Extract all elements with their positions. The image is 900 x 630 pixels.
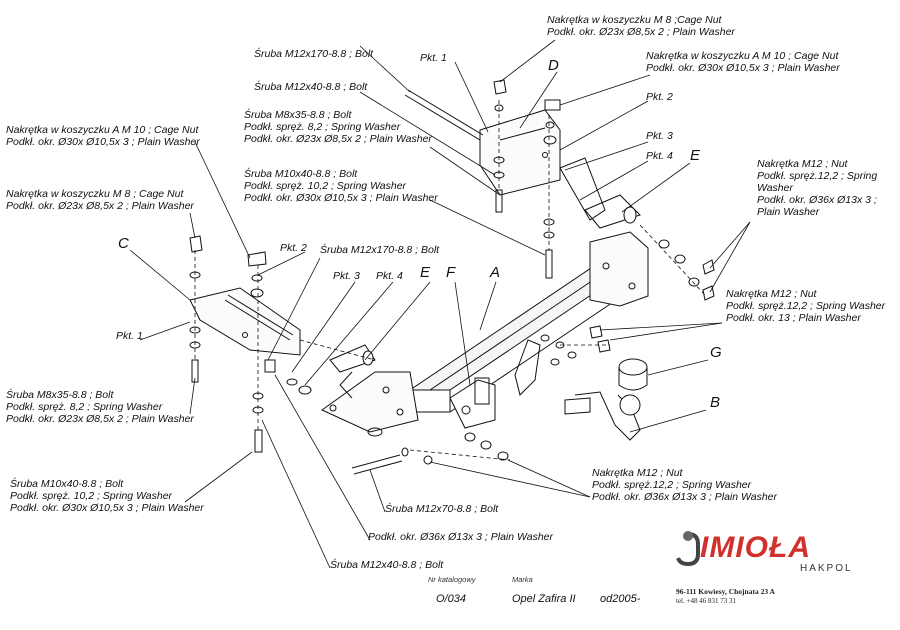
label-line: Nakrętka M12 ; Nut	[757, 158, 848, 170]
label-line: Podkł. okr. Ø23x Ø8,5x 2 ; Plain Washer	[547, 26, 735, 38]
pkt-2-top: Pkt. 2	[646, 91, 673, 103]
leader-lines	[129, 39, 751, 569]
label-line: Podkł. okr. 13 ; Plain Washer	[726, 312, 861, 324]
label-line: Podkł. okr. Ø30x Ø10,5x 3 ; Plain Washer	[10, 502, 204, 514]
label-nut-m12-right-mid: Nakrętka M12 ; Nut Podkł. spręż.12,2 ; S…	[726, 288, 885, 324]
pkt-3-left: Pkt. 3	[333, 270, 360, 282]
label-bolt-m12x170-left: Śruba M12x170-8.8 ; Bolt	[320, 244, 439, 256]
part-letter-c: C	[118, 235, 129, 252]
catalog-number-header: Nr katalogowy	[428, 575, 476, 584]
part-letter-d: D	[548, 57, 559, 74]
label-line: Podkł. okr. Ø23x Ø8,5x 2 ; Plain Washer	[6, 413, 194, 425]
label-line: Śruba M10x40-8.8 ; Bolt	[244, 168, 358, 180]
pkt-3-top: Pkt. 3	[646, 130, 673, 142]
tow-ball	[564, 391, 641, 441]
label-bolt-m8x35-left: Śruba M8x35-8.8 ; Bolt Podkł. spręż. 8,2…	[6, 389, 194, 425]
label-line: Podkł. okr. Ø36x Ø13x 3 ;	[757, 194, 877, 206]
label-line: Washer	[757, 182, 793, 194]
label-bolt-m12x40-top: Śruba M12x40-8.8 ; Bolt	[254, 81, 367, 93]
company-address: 96-111 Kowiesy, Chojnata 23 A	[676, 587, 775, 596]
ball-socket-plate	[449, 377, 496, 429]
label-line: Nakrętka M12 ; Nut	[726, 288, 817, 300]
label-line: Podkł. okr. Ø36x Ø13x 3 ; Plain Washer	[368, 531, 554, 543]
label-line: Nakrętka w koszyczku M 8 ;Cage Nut	[547, 14, 722, 26]
right-side-bracket	[559, 157, 649, 307]
part-letter-g: G	[710, 344, 722, 361]
catalog-number: O/034	[436, 593, 466, 605]
label-line: Podkł. spręż. 10,2 ; Spring Washer	[10, 490, 173, 502]
label-line: Śruba M8x35-8.8 ; Bolt	[6, 389, 114, 401]
label-line: Podkł. spręż.12,2 ; Spring Washer	[592, 479, 752, 491]
pkt-1-top: Pkt. 1	[420, 52, 447, 64]
production-years: od2005-	[600, 593, 641, 605]
label-line: Plain Washer	[757, 206, 820, 218]
pkt-4-top: Pkt. 4	[646, 150, 673, 162]
ball-cover	[618, 358, 648, 391]
label-bolt-m10x40-left: Śruba M10x40-8.8 ; Bolt Podkł. spręż. 10…	[10, 478, 204, 514]
right-frame-bracket	[479, 109, 561, 196]
label-nut-m12-bottom: Nakrętka M12 ; Nut Podkł. spręż.12,2 ; S…	[592, 467, 777, 503]
pkt-1-left: Pkt. 1	[116, 330, 143, 342]
label-line: Podkł. spręż. 8,2 ; Spring Washer	[6, 401, 163, 413]
label-line: Podkł. okr. Ø36x Ø13x 3 ; Plain Washer	[592, 491, 778, 503]
label-cage-nut-m8-top: Nakrętka w koszyczku M 8 ;Cage Nut Podkł…	[547, 14, 735, 38]
assembly-guides	[194, 100, 706, 461]
label-bolt-m10x40-top: Śruba M10x40-8.8 ; Bolt Podkł. spręż. 10…	[244, 168, 438, 204]
pkt-2-left: Pkt. 2	[280, 242, 307, 254]
label-bolt-m12x70: Śruba M12x70-8.8 ; Bolt	[385, 503, 498, 515]
label-line: Nakrętka M12 ; Nut	[592, 467, 683, 479]
brand-logo-sub: HAKPOL	[800, 563, 853, 574]
label-nut-m12-right-top: Nakrętka M12 ; Nut Podkł. spręż.12,2 ; S…	[757, 158, 877, 218]
part-letter-a: A	[490, 264, 501, 281]
label-line: Nakrętka w koszyczku M 8 ; Cage Nut	[6, 188, 184, 200]
label-line: Podkł. spręż. 10,2 ; Spring Washer	[244, 180, 407, 192]
label-line: Śruba M12x40-8.8 ; Bolt	[254, 81, 368, 93]
left-side-bracket	[321, 371, 419, 433]
label-cage-nut-m10-left: Nakrętka w koszyczku A M 10 ; Cage Nut P…	[6, 124, 200, 148]
left-frame-bracket	[189, 287, 301, 356]
socket-bracket	[514, 339, 541, 396]
label-line: Nakrętka w koszyczku A M 10 ; Cage Nut	[6, 124, 199, 136]
pkt-4-left: Pkt. 4	[376, 270, 403, 282]
label-line: Podkł. spręż.12,2 ; Spring Washer	[726, 300, 886, 312]
part-letter-b: B	[710, 394, 721, 411]
label-cage-nut-m8-left: Nakrętka w koszyczku M 8 ; Cage Nut Podk…	[6, 188, 194, 212]
label-washer-36: Podkł. okr. Ø36x Ø13x 3 ; Plain Washer	[368, 531, 553, 543]
part-letter-e-top: E	[690, 147, 701, 164]
part-letter-e-left: E	[420, 264, 431, 281]
spacer-tube-right	[584, 194, 641, 229]
car-model: Opel Zafira II	[512, 593, 576, 605]
label-bolt-m8x35-top: Śruba M8x35-8.8 ; Bolt Podkł. spręż. 8,2…	[244, 109, 432, 145]
label-bolt-m12x40-bottom: Śruba M12x40-8.8 ; Bolt	[330, 559, 443, 571]
label-line: Podkł. okr. Ø30x Ø10,5x 3 ; Plain Washer	[646, 62, 840, 74]
label-line: Podkł. spręż.12,2 ; Spring	[757, 170, 878, 182]
long-bolts	[224, 89, 484, 341]
label-line: Nakrętka w koszyczku A M 10 ; Cage Nut	[646, 50, 839, 62]
label-line: Podkł. okr. Ø23x Ø8,5x 2 ; Plain Washer	[244, 133, 432, 145]
label-line: Śruba M10x40-8.8 ; Bolt	[10, 478, 124, 490]
logo-hook-icon	[676, 531, 700, 567]
label-line: Śruba M8x35-8.8 ; Bolt	[244, 109, 352, 121]
part-letter-f: F	[446, 264, 456, 281]
brand-logo: IMIOŁA	[700, 531, 811, 564]
label-bolt-m12x170-top: Śruba M12x170-8.8 ; Bolt	[254, 48, 373, 60]
label-line: Podkł. spręż. 8,2 ; Spring Washer	[244, 121, 401, 133]
label-line: Śruba M12x70-8.8 ; Bolt	[385, 503, 499, 515]
company-phone: tel. +48 46 831 73 31	[676, 597, 736, 605]
label-line: Śruba M12x170-8.8 ; Bolt	[320, 244, 440, 256]
label-line: Podkł. okr. Ø23x Ø8,5x 2 ; Plain Washer	[6, 200, 194, 212]
label-line: Śruba M12x40-8.8 ; Bolt	[330, 559, 444, 571]
label-line: Śruba M12x170-8.8 ; Bolt	[254, 48, 374, 60]
label-cage-nut-m10-right: Nakrętka w koszyczku A M 10 ; Cage Nut P…	[646, 50, 840, 74]
brand-header: Marka	[512, 575, 533, 584]
label-line: Podkł. okr. Ø30x Ø10,5x 3 ; Plain Washer	[244, 192, 438, 204]
label-line: Podkł. okr. Ø30x Ø10,5x 3 ; Plain Washer	[6, 136, 200, 148]
